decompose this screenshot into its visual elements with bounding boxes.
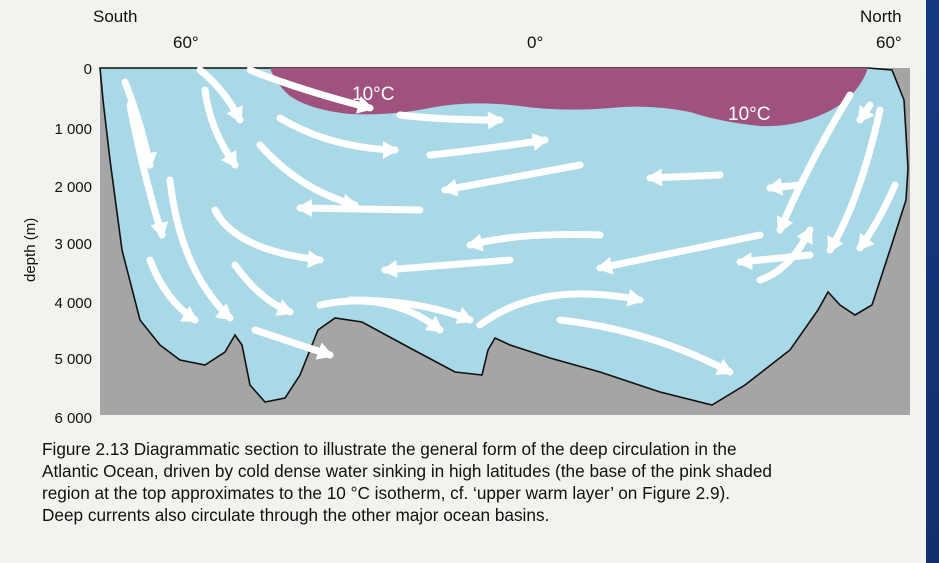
flow-arrow-shaft xyxy=(211,206,324,264)
flow-arrow-shaft xyxy=(276,114,399,154)
warm-label-left: 10°C xyxy=(352,84,394,105)
flow-arrow-head xyxy=(220,150,238,169)
flow-arrow-shaft xyxy=(346,296,474,324)
flow-arrow-shaft xyxy=(126,101,166,239)
flow-arrow-head xyxy=(441,178,459,197)
depth-axis-label: depth (m) xyxy=(22,218,39,282)
depth-tick: 5 000 xyxy=(54,351,92,368)
flow-arrow-shaft xyxy=(426,136,549,159)
caption-line: region at the top approximates to the 10… xyxy=(42,483,731,503)
flow-arrow-head xyxy=(356,96,374,114)
depth-tick: 6 000 xyxy=(54,410,92,427)
latitude-center: 0° xyxy=(527,33,543,52)
flow-arrow-shaft xyxy=(166,176,234,322)
flow-arrow-shaft xyxy=(246,66,374,112)
flow-arrow-shaft xyxy=(476,290,644,329)
warm-upper-layer xyxy=(270,68,868,127)
figure-caption: Figure 2.13 Diagrammatic section to illu… xyxy=(42,438,922,526)
warm-label-right: 10°C xyxy=(728,104,770,125)
depth-tick: 3 000 xyxy=(54,236,92,253)
flow-arrow-shaft xyxy=(296,204,424,214)
north-label: North xyxy=(860,7,902,26)
flow-arrow-shaft xyxy=(826,106,884,254)
depth-tick: 0 xyxy=(84,61,92,78)
flow-arrow-head xyxy=(383,141,399,159)
latitude-right: 60° xyxy=(876,33,902,52)
flow-arrow-head xyxy=(857,233,875,252)
flow-arrow-shaft xyxy=(776,91,854,234)
flow-arrow-head xyxy=(796,226,813,245)
flow-arrow-head xyxy=(466,233,484,252)
depth-tick: 1 000 xyxy=(54,121,92,138)
flow-arrow-head xyxy=(315,342,334,360)
flow-arrow-head xyxy=(275,299,294,316)
flow-arrow-head xyxy=(150,221,169,239)
flow-arrow-shaft xyxy=(596,231,764,272)
flow-arrow-head xyxy=(425,315,444,333)
caption-line: Figure 2.13 Diagrammatic section to illu… xyxy=(42,439,737,459)
caption-line: Atlantic Ocean, driven by cold dense wat… xyxy=(42,461,772,481)
depth-tick: 4 000 xyxy=(54,295,92,312)
flow-arrow-head xyxy=(857,105,875,124)
flow-arrow-shaft xyxy=(396,111,504,124)
caption-line: Deep currents also circulate through the… xyxy=(42,505,550,525)
flow-arrow-head xyxy=(226,105,243,124)
flow-arrow-head xyxy=(766,177,784,196)
flow-arrow-head xyxy=(827,235,844,254)
flow-arrow-head xyxy=(296,199,312,217)
depth-tick: 2 000 xyxy=(54,179,92,196)
latitude-left: 60° xyxy=(173,33,199,52)
flow-arrow-head xyxy=(215,303,234,321)
flow-arrow-head xyxy=(646,168,663,187)
flow-arrow-head xyxy=(596,256,614,275)
flow-arrow-head xyxy=(180,306,199,323)
flow-arrow-head xyxy=(455,307,474,324)
flow-arrow-shaft xyxy=(381,256,514,274)
flow-arrow-head xyxy=(776,215,794,234)
flow-arrow-head xyxy=(381,260,398,279)
flow-arrow-head xyxy=(531,133,549,151)
flow-arrow-head xyxy=(715,358,734,375)
south-label: South xyxy=(93,7,137,26)
flow-arrow-shaft xyxy=(556,316,734,376)
circulation-arrows xyxy=(121,66,899,376)
flow-arrow-head xyxy=(736,252,753,271)
flow-arrow-head xyxy=(487,111,504,130)
ocean-section-diagram: South North 60° 0° 60° 0 1 000 2 000 3 0… xyxy=(22,7,910,427)
flow-arrow-head xyxy=(626,288,644,307)
flow-arrow-shaft xyxy=(441,161,584,194)
flow-arrow-head xyxy=(307,250,324,269)
